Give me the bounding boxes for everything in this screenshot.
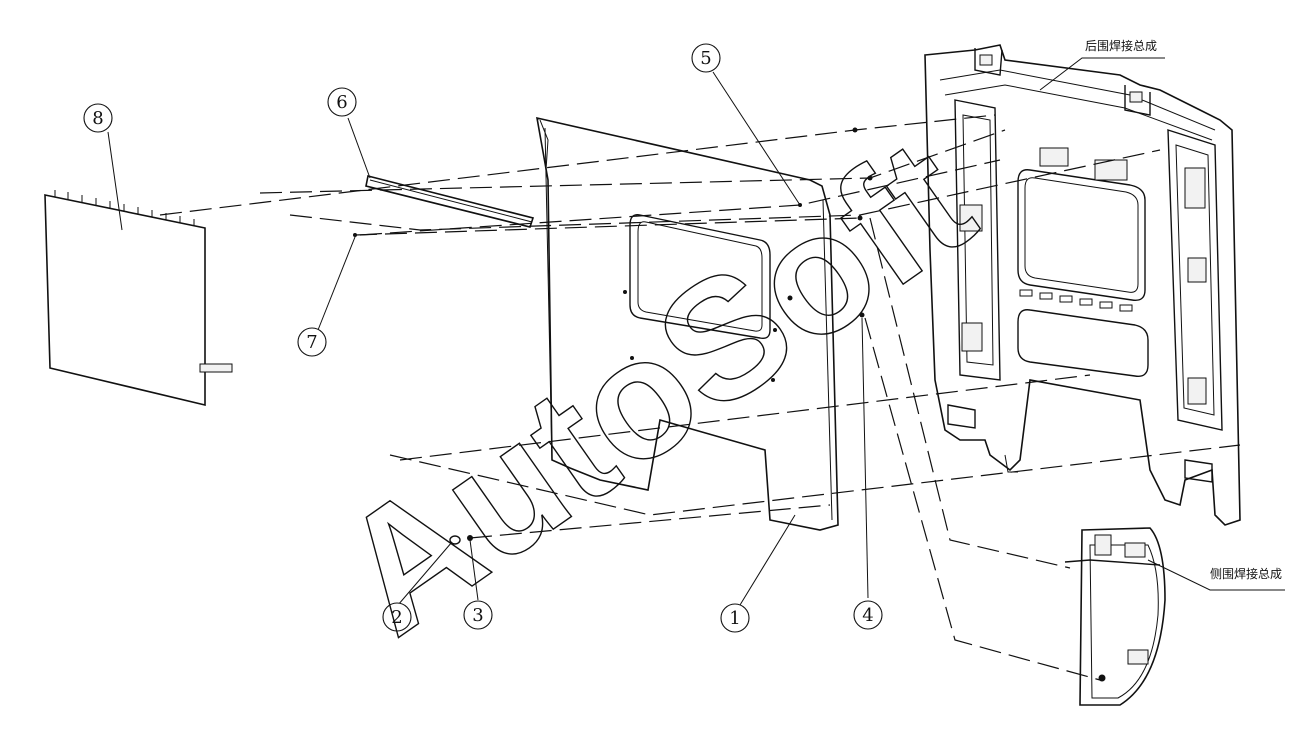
callout-2: 2 — [382, 602, 412, 632]
callout-6-label: 6 — [336, 92, 347, 113]
callout-6: 6 — [327, 87, 357, 117]
callout-3: 3 — [463, 600, 493, 630]
callout-8-label: 8 — [92, 108, 103, 129]
rear-weld-assembly — [924, 44, 1241, 526]
rear-weld-assembly-label: 后围焊接总成 — [1085, 38, 1157, 53]
callout-3-label: 3 — [472, 605, 483, 626]
callout-4: 4 — [853, 600, 883, 630]
callout-7: 7 — [297, 327, 327, 357]
callout-5-label: 5 — [700, 48, 711, 69]
callout-5: 5 — [691, 43, 721, 73]
callout-1: 1 — [720, 603, 750, 633]
callout-8: 8 — [83, 103, 113, 133]
fastener-parts — [449, 535, 473, 545]
part-8-insulation-sheet — [44, 190, 233, 407]
callout-1-label: 1 — [729, 608, 740, 629]
callout-2-label: 2 — [391, 607, 402, 628]
side-weld-assembly-label: 侧围焊接总成 — [1210, 566, 1282, 581]
leader-lines — [107, 57, 1285, 606]
callout-7-label: 7 — [306, 332, 317, 353]
callout-4-label: 4 — [862, 605, 873, 626]
side-weld-assembly — [1064, 527, 1166, 706]
